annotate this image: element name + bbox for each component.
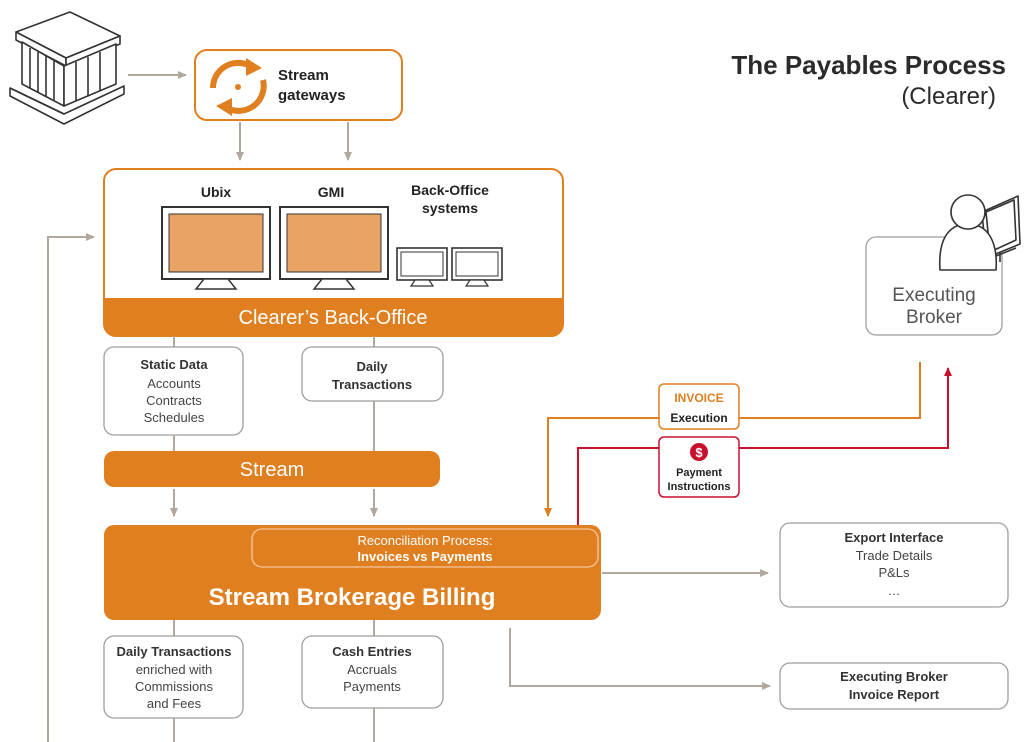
sync-arrows-icon — [209, 58, 267, 116]
cash-entries-item: Accruals — [347, 662, 397, 677]
export-interface-title: Export Interface — [845, 530, 944, 545]
invoice-tag-subtitle: Execution — [670, 411, 727, 425]
enriched-item: enriched with — [136, 662, 213, 677]
gateway-label-line2: gateways — [278, 87, 346, 104]
dollar-icon — [690, 443, 708, 461]
monitor-icon-backoffice-1 — [396, 247, 448, 287]
payment-tag — [658, 436, 740, 498]
enriched-item: Commissions — [135, 679, 214, 694]
daily-transactions-line2: Transactions — [332, 377, 412, 392]
reconciliation-line2: Invoices vs Payments — [357, 549, 492, 564]
payment-tag-line1: Payment — [676, 467, 722, 479]
system-label-gmi: GMI — [318, 184, 344, 200]
static-data-item: Schedules — [144, 410, 205, 425]
enriched-item: and Fees — [147, 696, 202, 711]
system-label-backoffice-1: Back-Office — [411, 182, 489, 198]
reconciliation-line1: Reconciliation Process: — [357, 533, 492, 548]
diagram-title: The Payables Process — [731, 50, 1006, 80]
enriched-title: Daily Transactions — [117, 644, 232, 659]
diagram-subtitle: (Clearer) — [901, 83, 996, 110]
arrow-billing-to-report — [509, 628, 771, 690]
export-interface-item: Trade Details — [856, 548, 933, 563]
brokerage-billing-label: Stream Brokerage Billing — [209, 584, 496, 611]
executing-broker-line1: Executing — [892, 285, 975, 306]
monitor-icon-gmi — [279, 206, 389, 290]
broker-report-box — [779, 662, 1009, 710]
invoice-tag-title: INVOICE — [674, 391, 723, 405]
monitor-icon-ubix — [161, 206, 271, 290]
person-at-computer-icon — [938, 194, 1021, 271]
dollar-symbol: $ — [695, 445, 703, 460]
static-data-item: Contracts — [146, 393, 202, 408]
invoice-tag — [658, 383, 740, 430]
cash-entries-box — [301, 635, 444, 709]
daily-transactions-box — [301, 346, 444, 402]
static-data-item: Accounts — [147, 376, 201, 391]
cash-entries-item: Payments — [343, 679, 401, 694]
export-interface-item: … — [888, 583, 901, 598]
daily-transactions-line1: Daily — [356, 359, 388, 374]
reconciliation-box — [251, 528, 599, 568]
bank-building-icon — [9, 11, 125, 125]
export-interface-item: P&Ls — [878, 565, 910, 580]
stream-label: Stream — [240, 459, 304, 481]
stream-bar — [104, 451, 440, 487]
executing-broker-line2: Broker — [906, 307, 963, 328]
monitor-icon-backoffice-2 — [451, 247, 503, 287]
system-label-backoffice-2: systems — [422, 200, 478, 216]
feedback-loop-arrow — [47, 233, 95, 742]
static-data-title: Static Data — [140, 357, 208, 372]
back-office-label: Clearer’s Back-Office — [239, 307, 428, 329]
system-label-ubix: Ubix — [201, 184, 232, 200]
export-interface-box — [779, 522, 1009, 608]
payment-flow-arrow — [577, 367, 952, 525]
cash-entries-title: Cash Entries — [332, 644, 411, 659]
gateway-label-line1: Stream — [278, 67, 329, 84]
payment-tag-line2: Instructions — [668, 481, 731, 493]
broker-report-line1: Executing Broker — [840, 669, 948, 684]
broker-report-line2: Invoice Report — [849, 687, 940, 702]
back-office-band — [104, 298, 563, 336]
